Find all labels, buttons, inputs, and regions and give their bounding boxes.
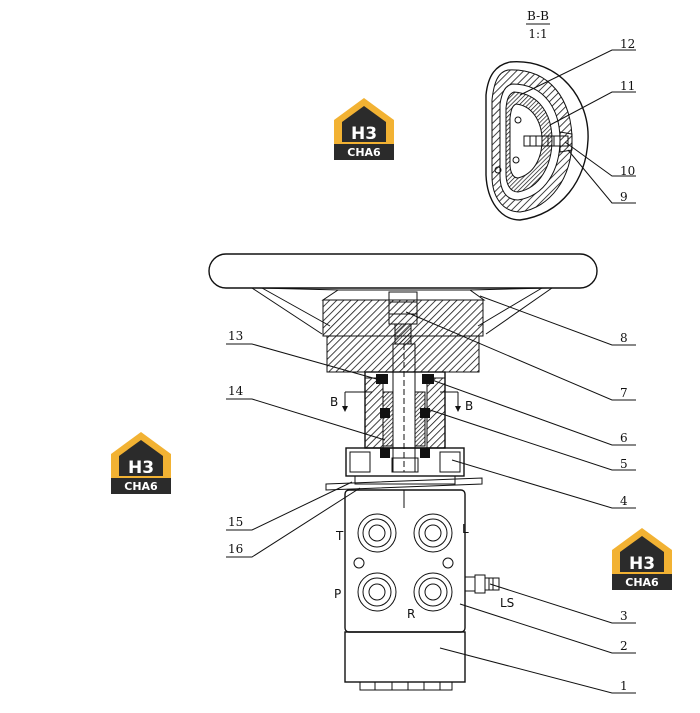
section-mark-right: B: [465, 399, 473, 413]
watermark-logo-right: H3 CHA6: [612, 528, 672, 590]
section-view-bb: B-B 1:1 12 11 10 9: [485, 9, 636, 221]
section-title: B-B: [527, 9, 549, 23]
logo-letters: H3: [629, 554, 655, 574]
callout-14: 14: [228, 384, 244, 398]
callout-1: 1: [620, 679, 628, 693]
port-label-t: T: [335, 529, 344, 543]
port-label-r: R: [407, 607, 415, 621]
callout-9: 9: [620, 190, 628, 204]
port-t: [357, 513, 397, 553]
callout-8: 8: [620, 331, 628, 345]
port-label-ls: LS: [500, 596, 514, 610]
port-l: [413, 513, 453, 553]
callout-13: 13: [228, 329, 243, 343]
steering-wheel-rim: [208, 253, 598, 289]
callout-15: 15: [228, 515, 243, 529]
valve-body: [344, 489, 466, 633]
watermark-logo-left: H3 CHA6: [111, 432, 171, 494]
callout-3: 3: [620, 609, 628, 623]
port-label-l: L: [462, 522, 469, 536]
logo-caption: CHA6: [625, 576, 659, 589]
port-p: [357, 572, 397, 612]
logo-letters: H3: [128, 458, 154, 478]
callout-5: 5: [620, 457, 628, 471]
section-scale: 1:1: [528, 27, 547, 41]
callout-16: 16: [228, 542, 243, 556]
port-label-p: P: [334, 587, 341, 601]
logo-caption: CHA6: [124, 480, 158, 493]
logo-letters: H3: [351, 124, 377, 144]
callout-10: 10: [620, 164, 635, 178]
port-r: [413, 572, 453, 612]
main-view: B B T L P R LS: [208, 253, 636, 694]
callout-12: 12: [620, 37, 635, 51]
callout-6: 6: [620, 431, 628, 445]
callout-11: 11: [620, 79, 635, 93]
watermark-logo-top: H3 CHA6: [334, 98, 394, 160]
callout-4: 4: [620, 494, 628, 508]
section-mark-left: B: [330, 395, 338, 409]
logo-caption: CHA6: [347, 146, 381, 159]
callout-7: 7: [620, 386, 628, 400]
callout-2: 2: [620, 639, 628, 653]
